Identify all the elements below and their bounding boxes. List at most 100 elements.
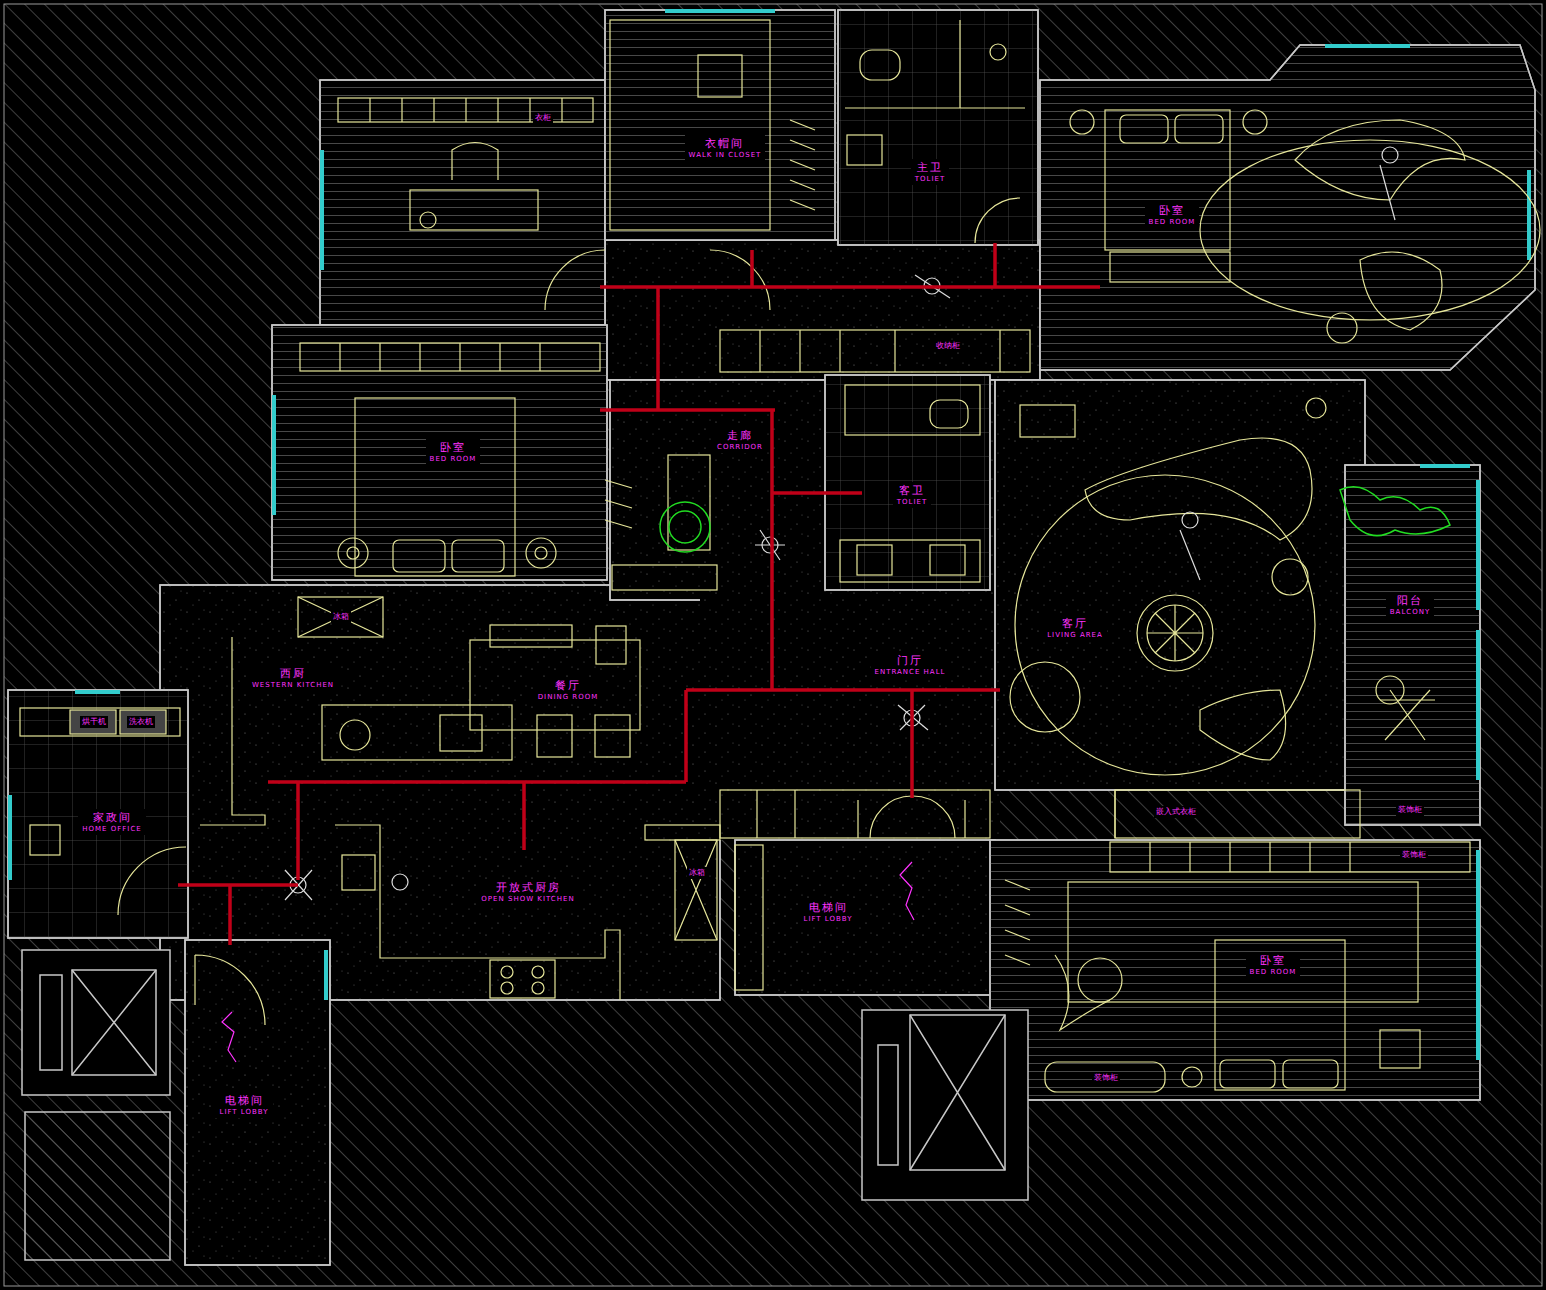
furniture-part bbox=[735, 845, 763, 990]
furniture-part bbox=[1380, 690, 1435, 740]
furniture-part bbox=[1220, 1060, 1275, 1088]
windows-part bbox=[1476, 480, 1480, 610]
furniture-part bbox=[596, 626, 626, 664]
furniture-label: 冰箱 bbox=[331, 611, 351, 623]
room-floors bbox=[8, 10, 1535, 1265]
furniture-part bbox=[612, 565, 717, 590]
room-name-en: DINING ROOM bbox=[538, 693, 599, 702]
furniture-part bbox=[120, 710, 166, 734]
room-name-en: BALCONY bbox=[1390, 608, 1430, 617]
room-label: 客厅LIVING AREA bbox=[1043, 615, 1107, 642]
furniture-part bbox=[470, 640, 640, 730]
room-floors-part bbox=[320, 80, 605, 325]
furniture-part bbox=[1137, 595, 1213, 671]
room-label: 电梯间LIFT LOBBY bbox=[799, 899, 856, 926]
room-name-en: BED ROOM bbox=[1250, 968, 1297, 977]
windows-part bbox=[665, 9, 775, 13]
windows-part bbox=[1476, 630, 1480, 780]
room-floors-part bbox=[735, 840, 995, 995]
furniture-part bbox=[526, 538, 556, 568]
furniture-part bbox=[355, 398, 515, 576]
furniture-part bbox=[675, 840, 717, 940]
plants-part bbox=[669, 511, 701, 543]
room-floors-part bbox=[990, 840, 1480, 1100]
room-label: 阳台BALCONY bbox=[1386, 592, 1434, 619]
room-name: 卧室 bbox=[430, 441, 477, 455]
windows-part bbox=[1325, 44, 1410, 48]
room-floors-part bbox=[1040, 45, 1535, 370]
circulation-lines-part bbox=[178, 243, 1100, 945]
room-label: 衣帽间WALK IN CLOSET bbox=[685, 135, 766, 162]
furniture-part bbox=[840, 540, 980, 582]
furniture-part bbox=[410, 190, 538, 230]
furniture-label: 洗衣机 bbox=[127, 716, 155, 728]
room-floors-part bbox=[838, 10, 1038, 245]
furniture-part bbox=[720, 330, 1030, 372]
furniture-part bbox=[501, 966, 513, 978]
furniture-part bbox=[1215, 940, 1345, 1090]
furniture-label: 装饰柜 bbox=[1400, 849, 1428, 861]
room-floors-part bbox=[605, 10, 835, 240]
furniture-part bbox=[1243, 110, 1267, 134]
furniture-part bbox=[1085, 438, 1312, 540]
lift-marks-part bbox=[900, 862, 914, 920]
furniture-part bbox=[1380, 1030, 1420, 1068]
people-part bbox=[1180, 530, 1200, 580]
furniture-part bbox=[675, 840, 717, 940]
room-floors-part bbox=[8, 690, 188, 938]
room-name: 电梯间 bbox=[219, 1094, 268, 1108]
room-floors-part bbox=[185, 940, 330, 1265]
furniture-part bbox=[1110, 252, 1230, 282]
room-name: 衣帽间 bbox=[689, 137, 762, 151]
windows-part bbox=[1527, 170, 1531, 260]
furniture-part bbox=[990, 44, 1006, 60]
room-floors-part bbox=[8, 690, 188, 938]
furniture-part bbox=[440, 715, 482, 751]
room-name: 卧室 bbox=[1250, 954, 1297, 968]
furniture-part bbox=[537, 715, 572, 757]
furniture-part bbox=[610, 20, 770, 230]
room-label: 卧室BED ROOM bbox=[426, 439, 481, 466]
room-name-en: BED ROOM bbox=[430, 455, 477, 464]
room-floors-part bbox=[825, 375, 990, 590]
people-part bbox=[1380, 165, 1395, 220]
furniture-part bbox=[1070, 110, 1094, 134]
room-floors-part bbox=[825, 375, 990, 590]
furniture-part bbox=[452, 143, 498, 181]
room-name: 门厅 bbox=[875, 654, 946, 668]
lift-marks-part bbox=[222, 1012, 236, 1062]
plants-part bbox=[660, 502, 710, 552]
furniture-part bbox=[595, 715, 630, 757]
room-floors-part bbox=[605, 240, 1040, 380]
windows-part bbox=[320, 150, 324, 270]
furniture-part bbox=[340, 343, 540, 371]
furniture-part bbox=[645, 825, 720, 840]
elevator-shafts-part bbox=[72, 970, 156, 1075]
furniture-part bbox=[20, 708, 180, 736]
furniture bbox=[20, 20, 1540, 1092]
furniture-part bbox=[1376, 676, 1404, 704]
furniture-part bbox=[930, 545, 965, 575]
windows-part bbox=[272, 395, 276, 515]
room-name-en: OPEN SHOW KITCHEN bbox=[481, 895, 574, 904]
furniture-part bbox=[1200, 690, 1286, 760]
room-name-en: TOLIET bbox=[915, 175, 945, 184]
room-floors-part bbox=[160, 585, 720, 1000]
furniture-label: 装饰柜 bbox=[1092, 1072, 1120, 1084]
elevator-shafts bbox=[22, 950, 1028, 1260]
room-label: 客卫TOLIET bbox=[893, 482, 931, 509]
furniture-part bbox=[1306, 398, 1326, 418]
furniture-part bbox=[930, 400, 968, 428]
elevator-shafts-part bbox=[910, 1015, 1005, 1170]
furniture-part bbox=[1045, 1062, 1165, 1092]
furniture-part bbox=[347, 547, 359, 559]
furniture-part bbox=[1005, 880, 1030, 965]
furniture-part bbox=[298, 597, 383, 637]
furniture-label: 冰箱 bbox=[687, 867, 707, 879]
room-floors-part bbox=[160, 585, 720, 1000]
furniture-part bbox=[70, 710, 116, 734]
room-label: 电梯间LIFT LOBBY bbox=[215, 1092, 272, 1119]
room-name: 客卫 bbox=[897, 484, 927, 498]
room-floors-part bbox=[1345, 465, 1480, 825]
room-label: 卧室BED ROOM bbox=[1246, 952, 1301, 979]
